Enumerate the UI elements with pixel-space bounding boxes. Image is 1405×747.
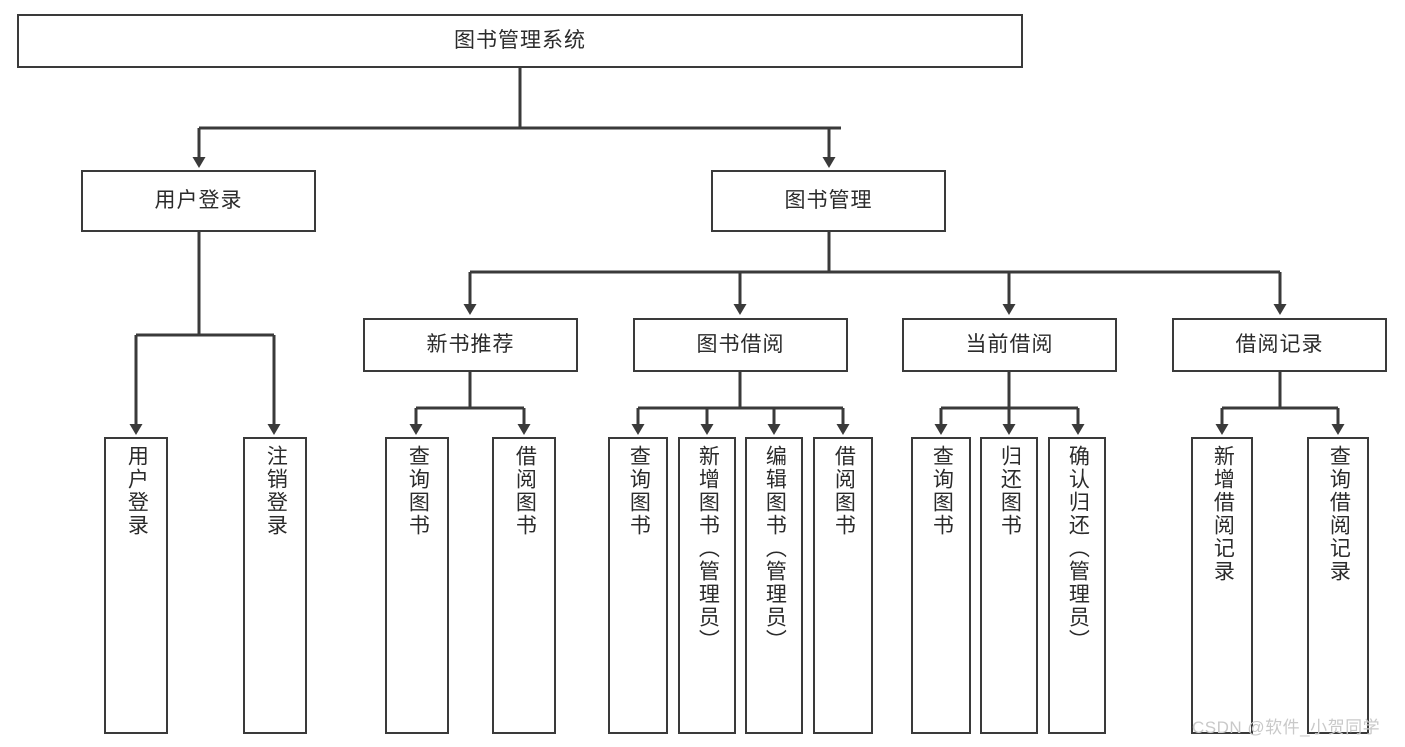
node-leaf-borrow-books-new[interactable]: 借阅图书 [492, 437, 556, 734]
node-label: 确认归还（管理员） [1066, 445, 1090, 652]
node-leaf-query-books-current[interactable]: 查询图书 [911, 437, 971, 734]
node-label: 查询图书 [930, 445, 954, 537]
node-leaf-edit-book-admin[interactable]: 编辑图书（管理员） [745, 437, 803, 734]
node-leaf-add-book-admin[interactable]: 新增图书（管理员） [678, 437, 736, 734]
node-leaf-query-books-borrow[interactable]: 查询图书 [608, 437, 668, 734]
node-new-book-recommend[interactable]: 新书推荐 [363, 318, 578, 372]
node-label: 借阅记录 [1235, 333, 1324, 357]
node-leaf-borrow-book[interactable]: 借阅图书 [813, 437, 873, 734]
node-label: 新增借阅记录 [1211, 445, 1235, 583]
node-book-borrow[interactable]: 图书借阅 [633, 318, 848, 372]
node-label: 借阅图书 [513, 445, 537, 537]
node-leaf-query-books-new[interactable]: 查询图书 [385, 437, 449, 734]
node-label: 借阅图书 [832, 445, 856, 537]
node-label: 查询借阅记录 [1327, 445, 1351, 583]
node-root-system[interactable]: 图书管理系统 [17, 14, 1023, 68]
node-label: 注销登录 [264, 445, 288, 537]
node-label: 图书管理 [784, 189, 873, 213]
node-leaf-add-borrow-record[interactable]: 新增借阅记录 [1191, 437, 1253, 734]
node-label: 新书推荐 [426, 333, 515, 357]
node-label: 查询图书 [627, 445, 651, 537]
node-label: 用户登录 [154, 189, 243, 213]
node-leaf-return-book[interactable]: 归还图书 [980, 437, 1038, 734]
node-label: 当前借阅 [965, 333, 1054, 357]
node-label: 新增图书（管理员） [696, 445, 720, 652]
node-user-login[interactable]: 用户登录 [81, 170, 316, 232]
node-label: 归还图书 [998, 445, 1022, 537]
node-leaf-query-borrow-record[interactable]: 查询借阅记录 [1307, 437, 1369, 734]
node-label: 编辑图书（管理员） [763, 445, 787, 652]
node-book-management[interactable]: 图书管理 [711, 170, 946, 232]
node-label: 图书管理系统 [454, 29, 586, 53]
node-label: 图书借阅 [696, 333, 785, 357]
node-current-borrow[interactable]: 当前借阅 [902, 318, 1117, 372]
node-label: 查询图书 [406, 445, 430, 537]
node-borrow-records[interactable]: 借阅记录 [1172, 318, 1387, 372]
node-leaf-confirm-return-admin[interactable]: 确认归还（管理员） [1048, 437, 1106, 734]
node-leaf-user-login[interactable]: 用户登录 [104, 437, 168, 734]
node-leaf-logout[interactable]: 注销登录 [243, 437, 307, 734]
node-label: 用户登录 [125, 445, 149, 537]
